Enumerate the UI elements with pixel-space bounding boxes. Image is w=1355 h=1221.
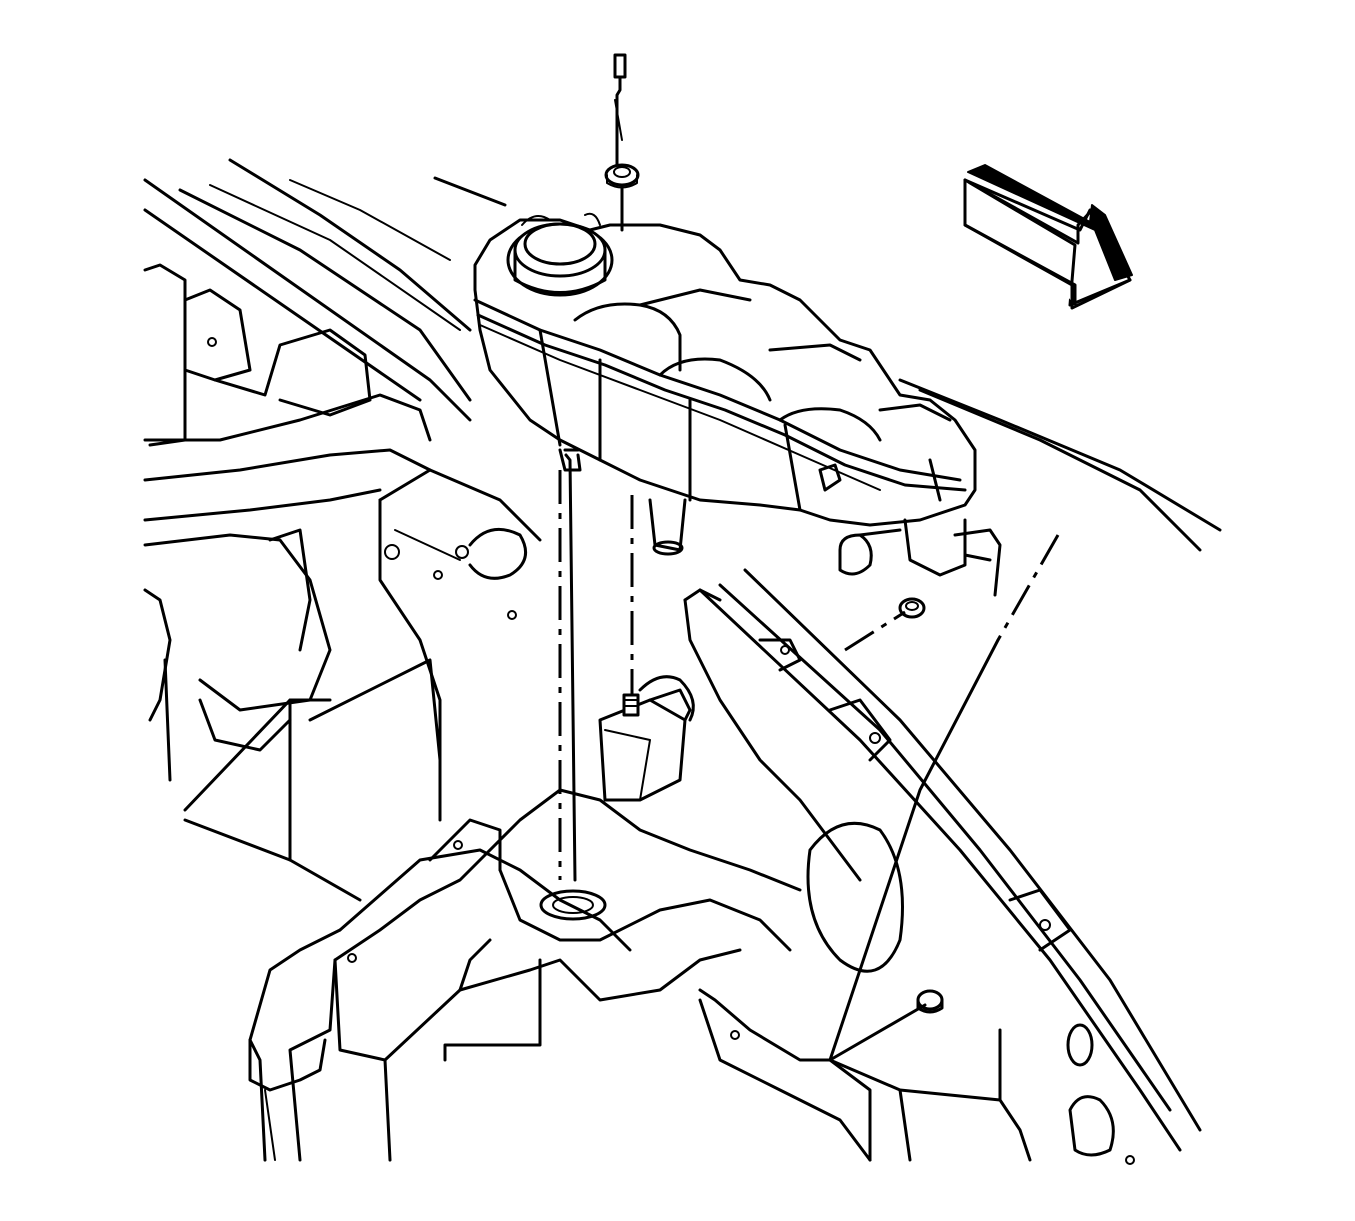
surge-tank-cap xyxy=(506,212,614,297)
mounting-nut-rear xyxy=(604,163,640,232)
surge-tank xyxy=(473,218,1002,597)
left-inner-fender xyxy=(143,178,542,902)
mounting-nut-front xyxy=(916,989,944,1014)
right-fender-rail xyxy=(683,378,1222,1165)
radiator-support xyxy=(248,788,1032,1162)
grommet xyxy=(898,597,926,619)
locating-stud xyxy=(563,448,640,882)
alignment-lines xyxy=(558,470,1060,1062)
mounting-bolt xyxy=(613,53,627,182)
hood-outline xyxy=(228,158,507,332)
direction-arrow xyxy=(963,164,1133,310)
tank-mount-bracket xyxy=(598,675,695,802)
